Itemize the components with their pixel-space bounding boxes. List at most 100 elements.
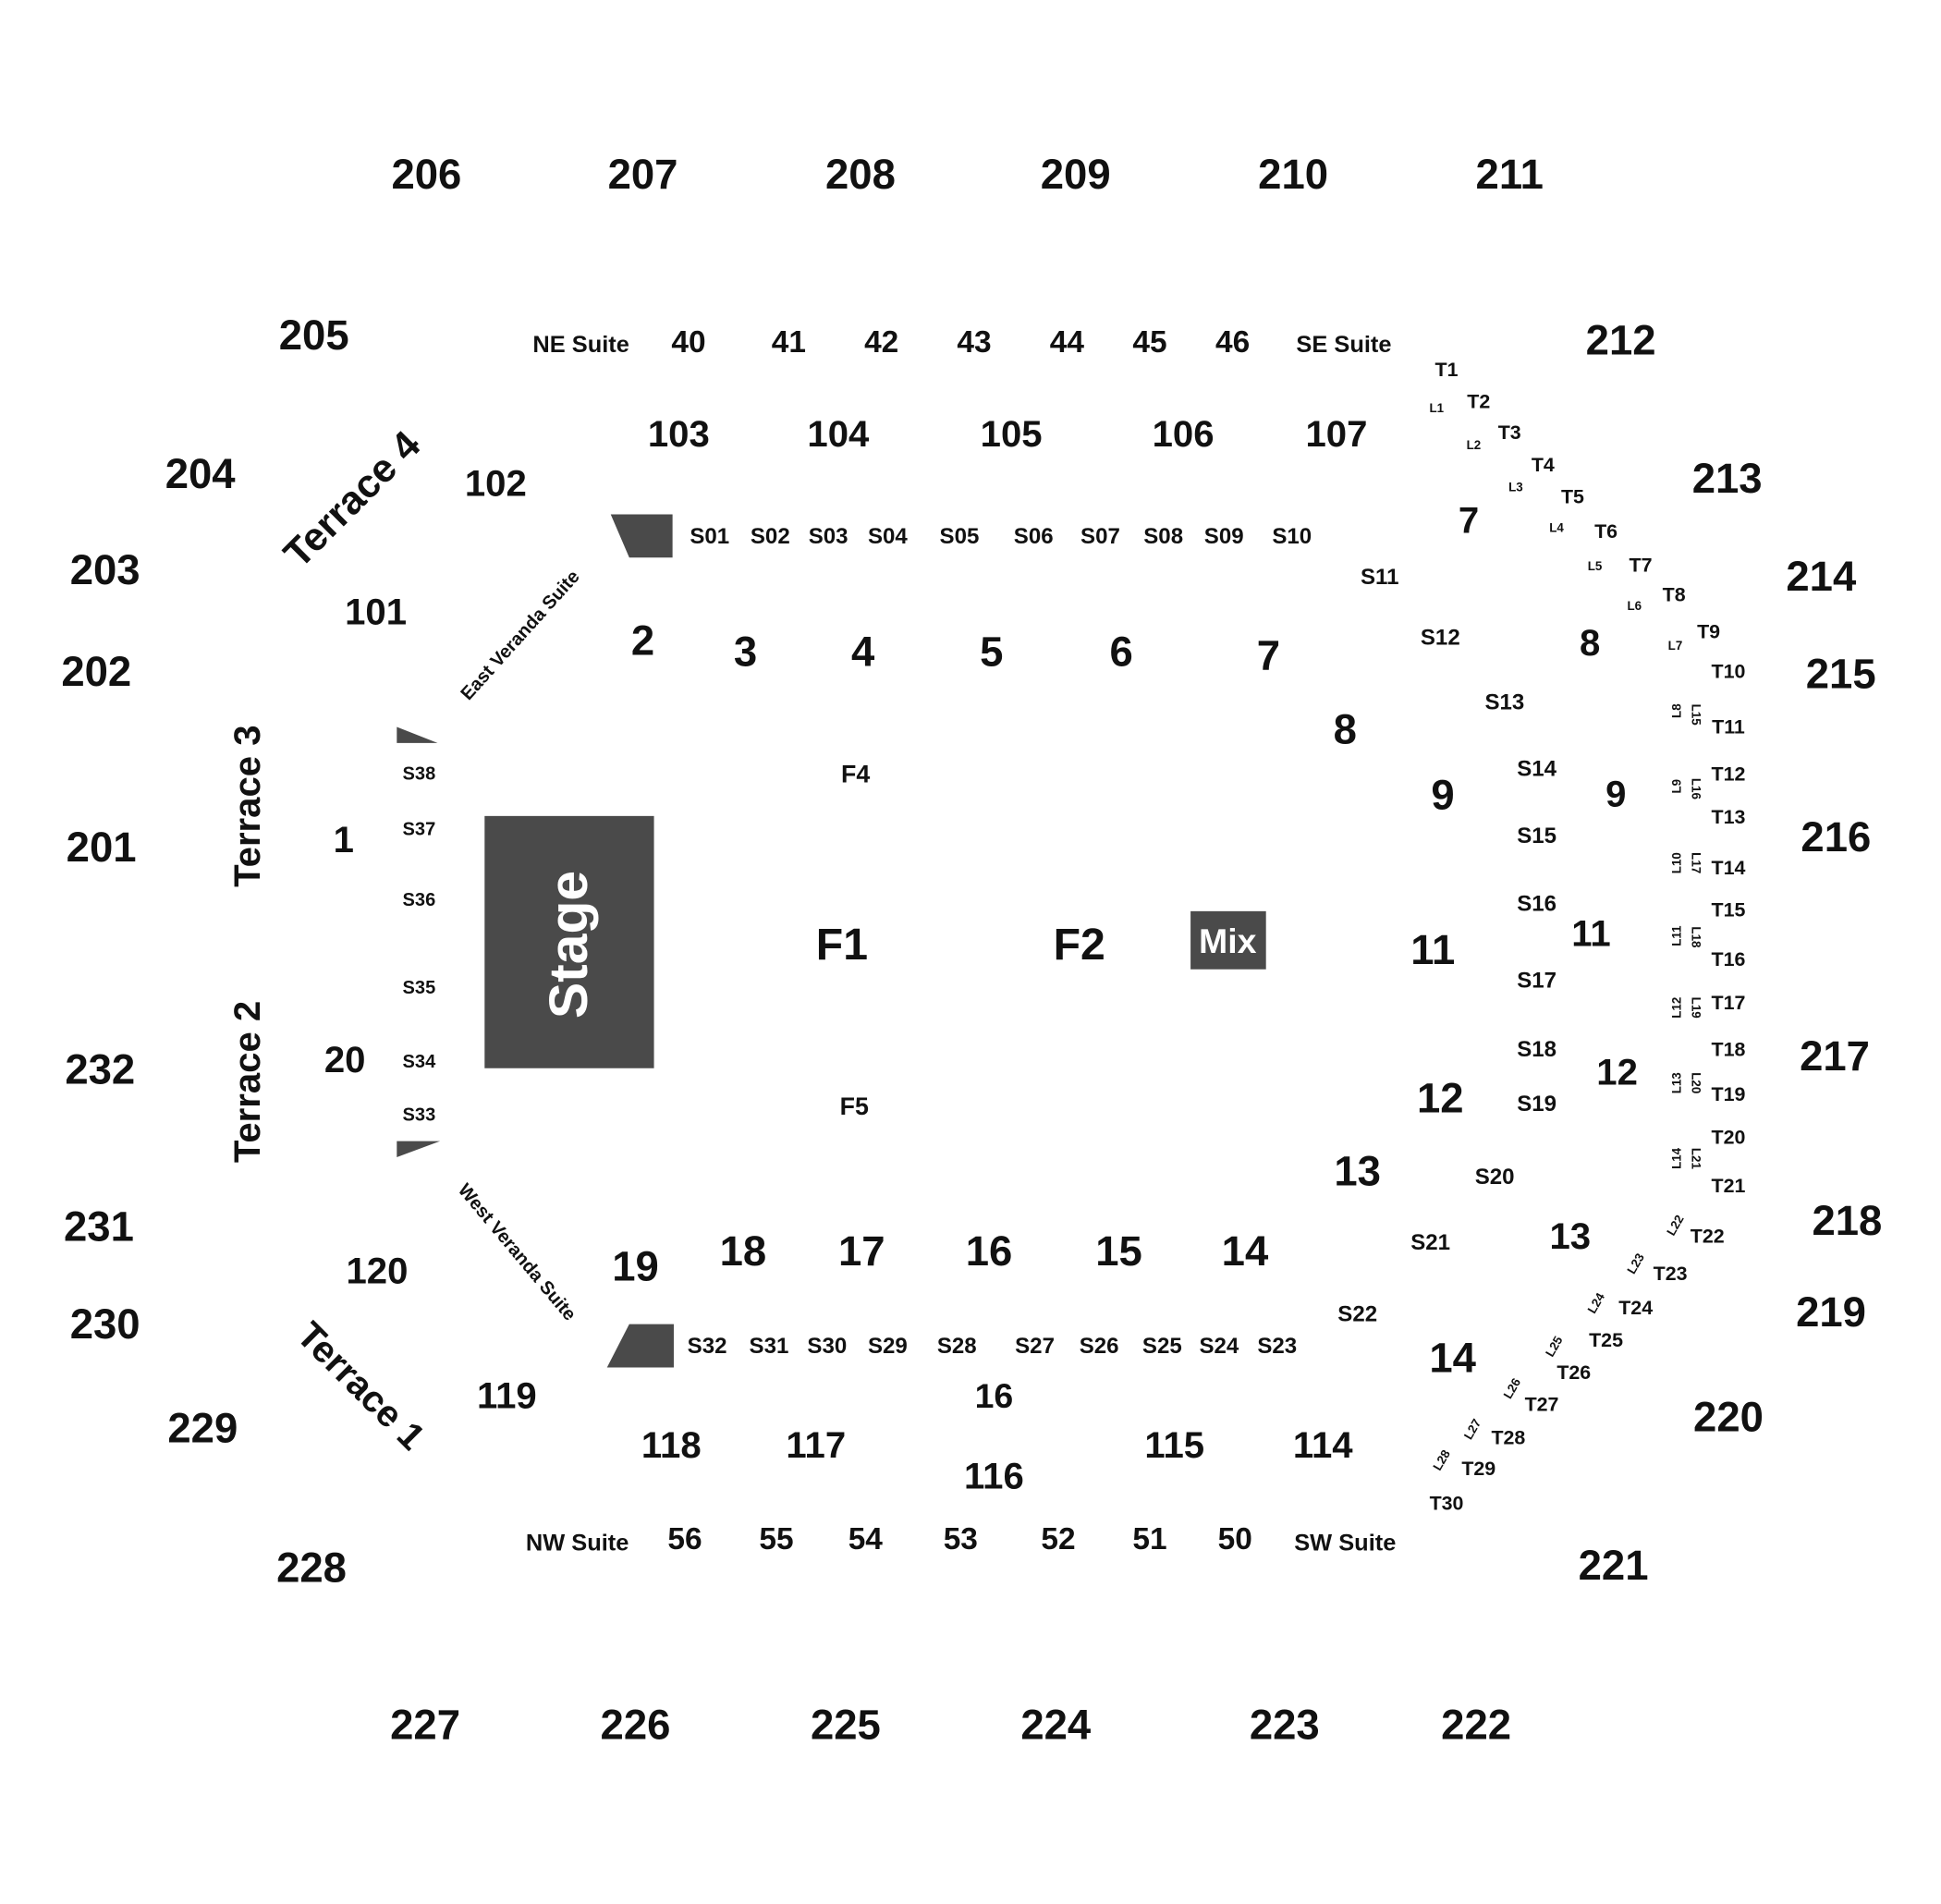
t-seat[interactable]: T7 <box>1630 554 1653 576</box>
s-seat[interactable]: S15 <box>1517 824 1556 848</box>
suite-box[interactable]: 56 <box>667 1522 702 1556</box>
upper-section[interactable]: 219 <box>1796 1288 1866 1336</box>
s-seat[interactable]: S19 <box>1517 1092 1556 1117</box>
l-seat[interactable]: L11 <box>1669 925 1683 946</box>
upper-section[interactable]: 230 <box>70 1300 140 1348</box>
riser-section[interactable]: 11 <box>1410 926 1455 973</box>
l-seat[interactable]: L24 <box>1585 1290 1608 1316</box>
l-seat[interactable]: L27 <box>1461 1417 1484 1442</box>
suite-box[interactable]: 53 <box>944 1522 978 1556</box>
riser-section[interactable]: 1 <box>334 819 354 860</box>
floor-section[interactable]: F4 <box>841 760 870 787</box>
s-seat[interactable]: S23 <box>1257 1334 1297 1359</box>
s-seat[interactable]: S11 <box>1361 565 1399 590</box>
upper-section[interactable]: 221 <box>1579 1542 1649 1589</box>
s-seat[interactable]: S22 <box>1337 1301 1377 1326</box>
upper-section[interactable]: 224 <box>1020 1702 1092 1749</box>
suite-box[interactable]: 54 <box>848 1522 884 1556</box>
t-seat[interactable]: T20 <box>1712 1127 1746 1149</box>
t-seat[interactable]: T1 <box>1435 359 1459 381</box>
t-seat[interactable]: T17 <box>1712 992 1746 1014</box>
l-seat[interactable]: L18 <box>1690 926 1703 948</box>
lower-section[interactable]: 117 <box>786 1424 846 1466</box>
suite-box[interactable]: 44 <box>1050 325 1085 360</box>
riser-section[interactable]: 12 <box>1596 1051 1638 1092</box>
terrace-section[interactable]: Terrace 1 <box>289 1314 433 1459</box>
s-seat[interactable]: S24 <box>1199 1334 1239 1359</box>
t-seat[interactable]: T10 <box>1712 660 1746 682</box>
riser-section[interactable]: 8 <box>1334 706 1357 753</box>
riser-section[interactable]: 14 <box>1429 1334 1476 1381</box>
floor-section[interactable]: F1 <box>816 920 868 970</box>
t-seat[interactable]: T11 <box>1712 716 1745 738</box>
riser-section[interactable]: 4 <box>851 628 875 675</box>
riser-section[interactable]: 6 <box>1110 628 1133 675</box>
l-seat[interactable]: L5 <box>1588 559 1603 573</box>
t-seat[interactable]: T24 <box>1618 1297 1653 1319</box>
upper-section[interactable]: 218 <box>1812 1197 1882 1244</box>
t-seat[interactable]: T12 <box>1712 763 1746 785</box>
s-seat[interactable]: S21 <box>1410 1230 1450 1255</box>
t-seat[interactable]: T21 <box>1712 1175 1746 1197</box>
t-seat[interactable]: T26 <box>1556 1361 1591 1384</box>
upper-section[interactable]: 232 <box>65 1046 135 1093</box>
stage-block[interactable] <box>484 815 654 1068</box>
suite-box[interactable]: 46 <box>1215 325 1250 360</box>
l-seat[interactable]: L15 <box>1690 704 1703 726</box>
lower-section[interactable]: 107 <box>1305 413 1367 455</box>
riser-section[interactable]: 14 <box>1222 1227 1269 1275</box>
lower-section[interactable]: 106 <box>1153 413 1215 455</box>
lower-section[interactable]: 104 <box>807 413 870 455</box>
t-seat[interactable]: T14 <box>1712 857 1746 879</box>
l-seat[interactable]: L23 <box>1624 1251 1647 1275</box>
lower-section[interactable]: 102 <box>465 463 527 505</box>
upper-section[interactable]: 228 <box>276 1544 347 1592</box>
upper-section[interactable]: 214 <box>1786 553 1857 600</box>
suite-box[interactable]: 55 <box>759 1522 793 1556</box>
suite-box[interactable]: 51 <box>1132 1522 1166 1556</box>
t-seat[interactable]: T4 <box>1532 454 1555 476</box>
t-seat[interactable]: T9 <box>1697 621 1720 643</box>
riser-section[interactable]: 9 <box>1431 772 1454 819</box>
riser-section[interactable]: 13 <box>1549 1215 1591 1257</box>
s-seat[interactable]: S16 <box>1517 891 1556 916</box>
s-seat[interactable]: S29 <box>868 1334 908 1359</box>
riser-section[interactable]: 13 <box>1334 1147 1381 1194</box>
t-seat[interactable]: T3 <box>1498 421 1521 444</box>
upper-section[interactable]: 209 <box>1041 151 1111 198</box>
lower-section[interactable]: 103 <box>648 413 710 455</box>
upper-section[interactable]: 231 <box>64 1202 134 1250</box>
l-seat[interactable]: L13 <box>1669 1072 1683 1093</box>
t-seat[interactable]: T30 <box>1430 1493 1464 1515</box>
l-seat[interactable]: L17 <box>1690 852 1703 873</box>
suite-box[interactable]: 50 <box>1218 1522 1252 1556</box>
upper-section[interactable]: 210 <box>1258 151 1328 198</box>
upper-section[interactable]: 203 <box>70 546 140 593</box>
upper-section[interactable]: 227 <box>390 1702 460 1749</box>
suite-box[interactable]: 45 <box>1132 325 1166 360</box>
suite-box[interactable]: 43 <box>957 325 991 360</box>
suite-label[interactable]: NW Suite <box>526 1530 629 1556</box>
suite-label[interactable]: NE Suite <box>532 332 629 358</box>
t-seat[interactable]: T27 <box>1525 1394 1559 1416</box>
l-seat[interactable]: L2 <box>1467 438 1482 452</box>
l-seat[interactable]: L1 <box>1430 401 1445 415</box>
lower-section[interactable]: 116 <box>964 1456 1024 1497</box>
s-seat[interactable]: S09 <box>1204 524 1244 549</box>
upper-section[interactable]: 212 <box>1586 316 1656 363</box>
l-seat[interactable]: L28 <box>1430 1447 1453 1473</box>
t-seat[interactable]: T29 <box>1461 1458 1495 1480</box>
riser-section[interactable]: 7 <box>1459 500 1479 542</box>
upper-section[interactable]: 216 <box>1801 813 1871 860</box>
t-seat[interactable]: T16 <box>1712 948 1746 970</box>
lower-section[interactable]: 115 <box>1144 1424 1204 1466</box>
t-seat[interactable]: T6 <box>1594 520 1618 543</box>
l-seat[interactable]: L22 <box>1664 1213 1687 1238</box>
upper-section[interactable]: 208 <box>825 151 896 198</box>
upper-section[interactable]: 222 <box>1441 1702 1511 1749</box>
s-seat[interactable]: S07 <box>1080 524 1120 549</box>
terrace-section[interactable]: Terrace 4 <box>275 422 429 576</box>
lower-section[interactable]: 120 <box>346 1251 408 1292</box>
s-seat[interactable]: S30 <box>807 1334 847 1359</box>
l-seat[interactable]: L4 <box>1549 521 1564 535</box>
